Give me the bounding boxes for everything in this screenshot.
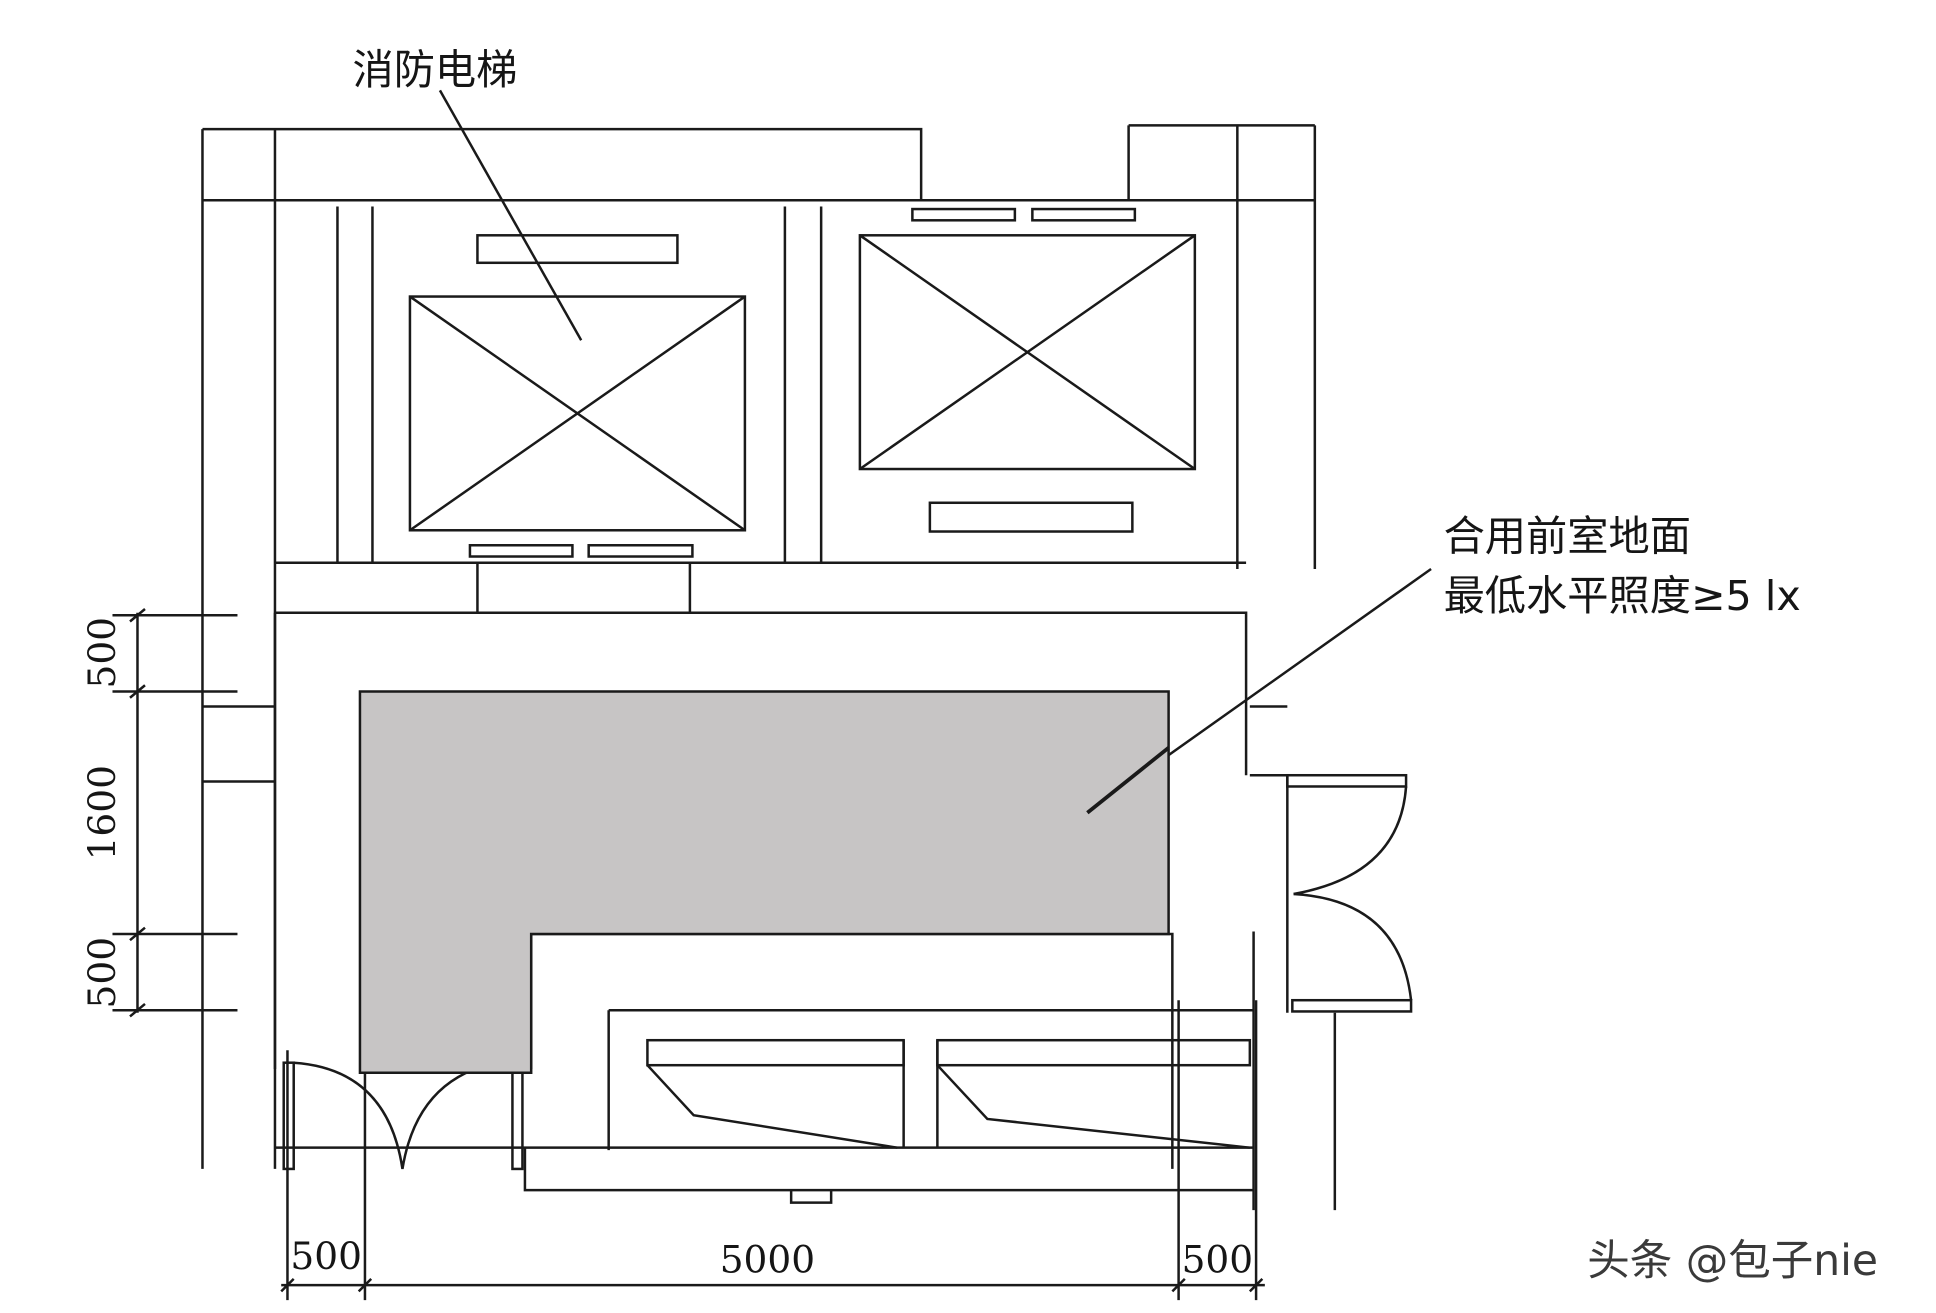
dim-vertical-1: 500	[80, 617, 124, 689]
right-elevator-counterweight	[928, 501, 1134, 533]
left-opening	[202, 705, 275, 783]
left-elevator-threshold	[476, 562, 692, 613]
fire-elevator-leader	[438, 89, 583, 341]
right-door-swing-bottom	[1293, 892, 1413, 1001]
dim-horizontal-1: 500	[290, 1234, 362, 1278]
dim-horizontal-2: 5000	[720, 1238, 815, 1282]
right-door-leaf-top	[1286, 773, 1408, 788]
right-door-swing-top	[1293, 786, 1408, 896]
lobby-leader-overlay	[1086, 746, 1170, 815]
lobby-label-line1: 合用前室地面	[1444, 512, 1691, 560]
left-elevator-door-panel-a	[468, 544, 574, 558]
watermark: 头条 @包子nie	[1587, 1237, 1878, 1286]
fire-elevator-label: 消防电梯	[352, 46, 517, 94]
dim-vertical-2: 1600	[80, 765, 124, 860]
right-elevator-car	[858, 234, 1197, 471]
stair-flight-left	[646, 1038, 905, 1067]
left-door-jamb-b	[511, 1061, 524, 1171]
right-elevator-door-panel-a	[911, 207, 1017, 222]
left-door-swing	[293, 1058, 516, 1170]
right-elevator-door-panel-b	[1031, 207, 1137, 222]
right-elevator-x	[859, 234, 1196, 471]
lobby-wall	[273, 611, 1288, 1069]
right-door-leaf-bottom	[1291, 998, 1413, 1013]
elevator-shaft-walls	[274, 206, 1247, 565]
left-elevator-counterweight	[476, 234, 679, 265]
right-wall-vertical	[1286, 775, 1337, 1211]
stair-outline	[529, 931, 1255, 1211]
vertical-dimension-line	[112, 608, 238, 1018]
left-elevator-x	[409, 295, 746, 532]
dim-horizontal-3: 500	[1182, 1238, 1254, 1282]
dim-vertical-3: 500	[80, 937, 124, 1009]
stair-flight-right	[936, 1038, 1252, 1067]
left-elevator-car	[408, 295, 747, 532]
bottom-wall	[274, 1146, 1254, 1204]
left-elevator-door-panel-b	[587, 544, 694, 558]
horizontal-dimension-line	[280, 1000, 1265, 1301]
lobby-label-line2: 最低水平照度≥5 lx	[1444, 572, 1801, 620]
stair-line-left	[646, 1040, 1250, 1149]
lobby-shaded-area	[358, 690, 1170, 1074]
